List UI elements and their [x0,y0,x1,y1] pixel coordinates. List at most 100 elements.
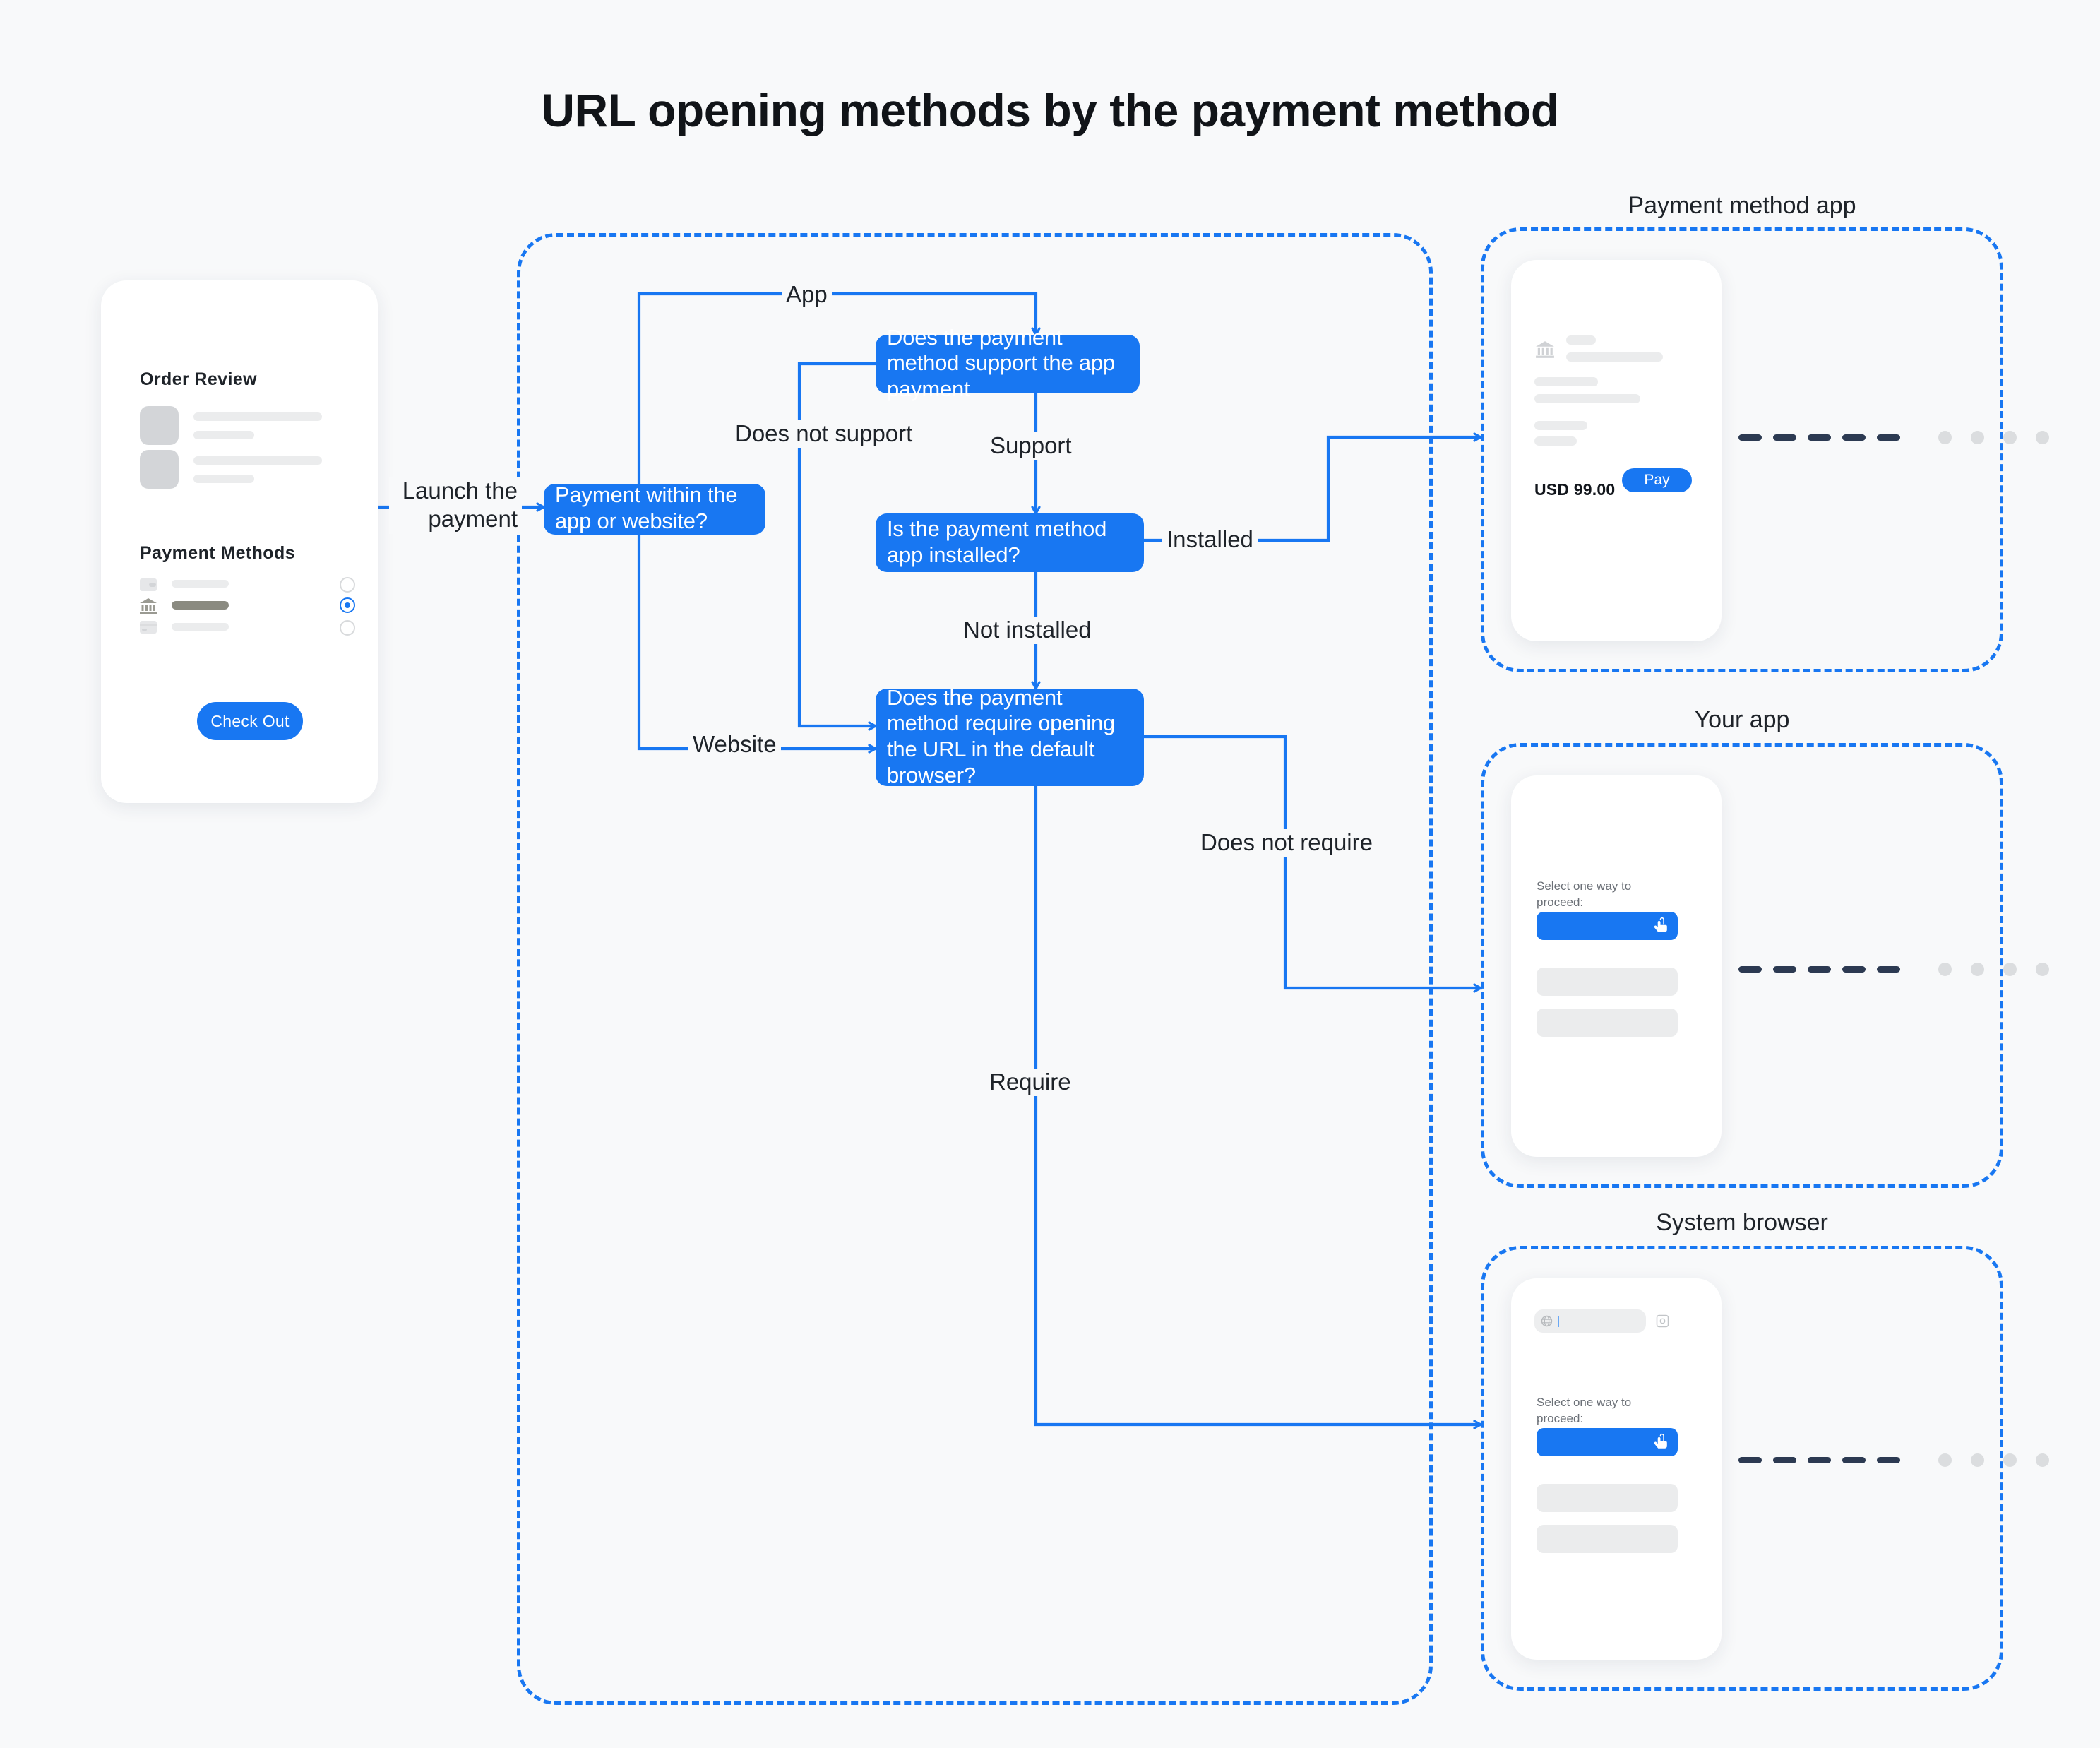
edge-label-does-not-support: Does not support [731,420,917,448]
tertiary-option[interactable] [1537,1009,1678,1037]
dot [2003,963,2017,976]
dot [1971,431,1984,444]
globe-icon [1541,1315,1553,1327]
dot [1971,1453,1984,1467]
page-title-text: URL opening methods by the payment metho… [541,84,1559,136]
edge-label-launch: Launch the payment [389,477,522,534]
node-browser-label: Does the payment method require opening … [887,684,1116,787]
edge-label-installed: Installed [1162,526,1258,554]
order-item-thumbnail [140,406,179,445]
panel-system-browser [1481,1246,2003,1691]
panel-label-system-browser: System browser [1656,1209,1828,1236]
dot [2036,963,2049,976]
order-item-subline [193,475,254,483]
secondary-option[interactable] [1537,968,1678,996]
edge-label-app: App [782,281,832,309]
panel-payment-method-app [1481,227,2003,672]
dash [1842,434,1866,441]
dash [1773,434,1796,441]
primary-option-button[interactable] [1537,1428,1678,1456]
dot [1938,431,1952,444]
payment-method-app-phone: USD 99.00 Pay [1511,260,1722,641]
url-bar-caret [1558,1316,1559,1327]
url-bar[interactable] [1534,1309,1646,1333]
panel-label-your-app: Your app [1694,706,1790,733]
amount-label: USD 99.00 [1534,480,1616,499]
dash [1808,1457,1831,1463]
dash [1808,434,1831,441]
payment-method-label [172,580,229,588]
bank-icon [1536,341,1554,358]
detail-line [1534,394,1640,403]
payment-method-label-selected [172,601,229,610]
payment-method-radio[interactable] [340,620,355,636]
panel-label-payment-method-app: Payment method app [1628,192,1856,219]
your-app-phone: Select one way to proceed: [1511,775,1722,1157]
dot [2003,431,2017,444]
dash [1738,1457,1762,1463]
panel-your-app [1481,743,2003,1188]
order-review-heading: Order Review [140,369,257,389]
node-app-installed[interactable]: Is the payment method app installed? [876,513,1144,572]
node-entry-label: Payment within the app or website? [555,482,738,533]
node-installed-label: Is the payment method app installed? [887,516,1107,567]
node-support-label: Does the payment method support the app … [887,324,1116,401]
dot [1971,963,1984,976]
checkout-phone: Order Review Payment Methods [101,280,378,803]
bank-icon [140,598,157,614]
order-item-line [193,412,322,421]
detail-line [1534,421,1587,430]
merchant-detail-line [1566,352,1663,362]
dash [1808,966,1831,973]
dot [2036,1453,2049,1467]
order-item-line [193,456,322,465]
edge-label-require: Require [985,1069,1075,1096]
payment-method-label [172,623,229,631]
edge-label-not-installed: Not installed [959,617,1096,644]
select-way-prompt: Select one way to proceed: [1537,879,1632,909]
dash [1877,434,1900,441]
tertiary-option[interactable] [1537,1525,1678,1553]
node-entry[interactable]: Payment within the app or website? [544,482,765,535]
select-way-prompt: Select one way to proceed: [1537,1396,1632,1425]
dash [1877,1457,1900,1463]
payment-method-radio[interactable] [340,577,355,593]
node-support-app-payment[interactable]: Does the payment method support the app … [876,325,1140,401]
node-require-default-browser[interactable]: Does the payment method require opening … [876,685,1144,787]
dot [1938,963,1952,976]
flow-continuation-dots [1738,431,2068,444]
dot [1938,1453,1952,1467]
tap-hand-icon [1654,1433,1667,1449]
flow-continuation-dots [1738,963,2068,976]
payment-method-radio-selected[interactable] [340,597,355,613]
check-out-button[interactable]: Check Out [197,702,303,740]
detail-line [1534,377,1598,386]
edge-label-does-not-require: Does not require [1196,829,1377,857]
merchant-name-line [1566,335,1596,345]
page-title: URL opening methods by the payment metho… [0,83,2100,137]
tap-hand-icon [1654,917,1667,932]
order-item-thumbnail [140,450,179,489]
tabs-icon[interactable] [1656,1314,1669,1328]
edge-label-website: Website [688,731,781,759]
dash [1842,1457,1866,1463]
system-browser-phone: Select one way to proceed: [1511,1278,1722,1660]
secondary-option[interactable] [1537,1484,1678,1512]
order-item-subline [193,431,254,439]
dash [1877,966,1900,973]
payment-methods-heading: Payment Methods [140,543,295,563]
dot [2003,1453,2017,1467]
dash [1738,434,1762,441]
pay-button[interactable]: Pay [1622,468,1692,492]
dot [2036,431,2049,444]
primary-option-button[interactable] [1537,912,1678,940]
flow-continuation-dots [1738,1453,2068,1467]
wallet-icon [140,578,157,591]
dash [1738,966,1762,973]
dash [1773,966,1796,973]
edge-label-support: Support [986,432,1076,460]
card-icon [140,621,157,634]
dash [1773,1457,1796,1463]
dash [1842,966,1866,973]
